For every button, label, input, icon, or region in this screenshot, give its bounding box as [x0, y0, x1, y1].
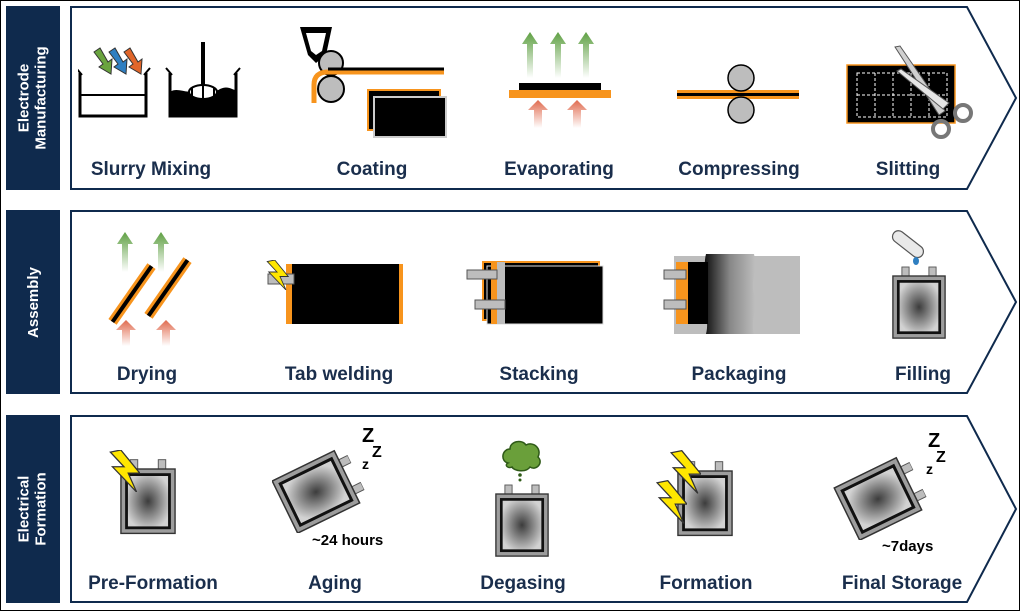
- step-packaging-label: Packaging: [691, 364, 787, 385]
- coating-icon: [298, 25, 448, 145]
- degasing-icon: [490, 437, 560, 562]
- step-slitting-label: Slitting: [875, 159, 941, 180]
- aging-duration-note: ~24 hours: [312, 532, 384, 549]
- step-stacking-label: Stacking: [499, 364, 579, 385]
- evaporating-icon: [505, 32, 615, 130]
- formation-icon: [655, 450, 735, 545]
- pre-formation-icon: [108, 450, 183, 540]
- step-final-storage-label: Final Storage: [841, 573, 963, 594]
- filling-icon: [882, 224, 957, 349]
- aging-sleep-z2: Z: [372, 444, 382, 461]
- step-formation-label: Formation: [659, 573, 753, 594]
- storage-sleep-z3: z: [926, 461, 933, 477]
- storage-sleep-z1: Z: [928, 430, 941, 452]
- slitting-icon: [845, 45, 975, 140]
- step-drying-label: Drying: [116, 364, 178, 385]
- tab-welding-icon: [262, 258, 407, 328]
- step-compressing-label: Compressing: [678, 159, 800, 180]
- step-filling-label: Filling: [895, 364, 951, 385]
- compressing-icon: [675, 62, 805, 127]
- slurry-mixing-icon: [75, 40, 243, 125]
- storage-sleep-z2: Z: [936, 449, 946, 466]
- step-aging-label: Aging: [308, 573, 362, 594]
- section-label-electrode-manufacturing: Electrode Manufacturing: [6, 6, 60, 190]
- section-label-assembly: Assembly: [6, 210, 60, 394]
- step-evaporating-label: Evaporating: [504, 159, 614, 180]
- drying-icon: [104, 232, 194, 347]
- step-degasing-label: Degasing: [480, 573, 566, 594]
- step-coating-label: Coating: [336, 159, 408, 180]
- aging-sleep-z3: z: [362, 456, 369, 472]
- step-tab-welding-label: Tab welding: [284, 364, 394, 385]
- stacking-icon: [465, 258, 610, 328]
- packaging-icon: [662, 250, 802, 335]
- step-slurry-mixing-label: Slurry Mixing: [90, 159, 212, 180]
- step-pre-formation-label: Pre-Formation: [88, 573, 218, 594]
- section-label-electrical-formation: Electrical Formation: [6, 415, 60, 603]
- final-storage-duration-note: ~7days: [882, 538, 934, 555]
- aging-sleep-z1: Z: [362, 425, 375, 447]
